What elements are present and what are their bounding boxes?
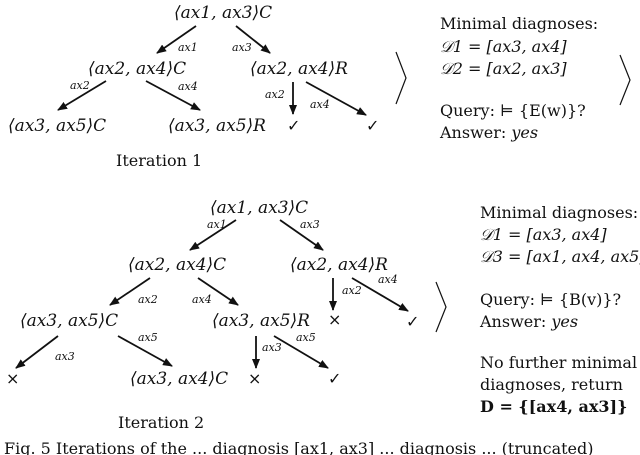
it1-edge-root-left: [156, 25, 197, 54]
it2-edge-root-left: [189, 219, 237, 251]
it1-right-bracket: [619, 54, 631, 106]
it2-edge-right-right: [351, 277, 409, 312]
it1-edge-label-root-right: ax3: [232, 41, 252, 54]
it1-edge-label-root-left: ax1: [178, 41, 198, 54]
it2-panel-answer: Answer: yes: [479, 312, 578, 331]
it1-node-right-right-check: ✓: [366, 116, 379, 135]
it2-edge-label-right-left: ax2: [342, 284, 362, 297]
it2-edge-ll-right: [117, 335, 173, 367]
it1-node-right: ⟨ax2, ax4⟩R: [250, 59, 348, 79]
it2-panel-heading: Minimal diagnoses:: [480, 203, 638, 222]
it2-edge-label-lr-left: ax3: [262, 341, 282, 354]
it1-edge-label-left-left: ax2: [70, 79, 90, 92]
it2-node-left: ⟨ax2, ax4⟩C: [128, 255, 226, 275]
it1-angle-bracket: [395, 51, 407, 105]
it1-node-left: ⟨ax2, ax4⟩C: [88, 59, 186, 79]
it2-edge-root-right: [279, 219, 324, 251]
it2-panel-no-further-2: diagnoses, return: [480, 375, 623, 394]
it2-edge-left-left: [109, 277, 151, 306]
it2-edge-label-ll-left: ax3: [55, 350, 75, 363]
it2-node-llr: ⟨ax3, ax4⟩C: [130, 369, 228, 389]
it2-edge-lr-right: [273, 335, 329, 369]
it1-panel-answer: Answer: yes: [439, 123, 538, 142]
it2-edge-left-right: [197, 277, 239, 306]
it1-node-left-left: ⟨ax3, ax5⟩C: [8, 116, 106, 136]
figure-caption: Fig. 5 Iterations of the ... diagnosis […: [4, 439, 594, 455]
it2-panel-no-further-1: No further minimal: [480, 353, 637, 372]
it1-edge-label-left-right: ax4: [178, 80, 198, 93]
it2-edge-label-ll-right: ax5: [138, 331, 158, 344]
iteration-2-panel: Minimal diagnoses: 𝒟1 = [ax3, ax4] 𝒟3 = …: [479, 203, 640, 416]
iteration-1-panel: Minimal diagnoses: 𝒟1 = [ax3, ax4] 𝒟2 = …: [439, 14, 598, 142]
it1-node-root: ⟨ax1, ax3⟩C: [174, 3, 272, 23]
it2-edge-ll-left: [15, 335, 59, 369]
it2-edge-label-left-left: ax2: [138, 293, 158, 306]
it2-node-left-left: ⟨ax3, ax5⟩C: [20, 311, 118, 331]
it2-caption: Iteration 2: [118, 413, 204, 432]
it2-node-lll-cross: ×: [6, 369, 19, 388]
it1-panel-d2: 𝒟2 = [ax2, ax3]: [440, 59, 567, 78]
it1-panel-heading: Minimal diagnoses:: [440, 14, 598, 33]
it2-node-lrr-check: ✓: [328, 369, 341, 388]
it1-node-right-left-check: ✓: [287, 116, 300, 135]
it1-edge-root-right: [235, 25, 271, 54]
it2-node-root: ⟨ax1, ax3⟩C: [210, 198, 308, 218]
it2-edge-label-left-right: ax4: [192, 293, 212, 306]
it2-edge-label-right-right: ax4: [378, 273, 398, 286]
it2-panel-query: Query: ⊨ {B(v)}?: [480, 290, 621, 309]
it2-edge-label-root-left: ax1: [207, 218, 227, 231]
it2-angle-bracket: [435, 281, 447, 333]
it2-panel-d3: 𝒟3 = [ax1, ax4, ax5]: [480, 247, 640, 266]
iteration-2-tree: ⟨ax1, ax3⟩C ax1 ax3 ⟨ax2, ax4⟩C ⟨ax2, ax…: [6, 198, 419, 432]
it2-node-right-right-check: ✓: [406, 312, 419, 331]
it1-edge-label-right-right: ax4: [310, 98, 330, 111]
it1-edge-label-right-left: ax2: [265, 88, 285, 101]
it2-panel-result: D = {[ax4, ax3]}: [480, 397, 627, 416]
it1-panel-d1: 𝒟1 = [ax3, ax4]: [440, 37, 567, 56]
it2-node-left-right: ⟨ax3, ax5⟩R: [212, 311, 310, 331]
it2-node-right: ⟨ax2, ax4⟩R: [290, 255, 388, 275]
it2-panel-d1: 𝒟1 = [ax3, ax4]: [480, 225, 607, 244]
it1-edge-left-right: [145, 80, 201, 111]
it1-caption: Iteration 1: [116, 151, 202, 170]
iteration-1-tree: ⟨ax1, ax3⟩C ax1 ax3 ⟨ax2, ax4⟩C ⟨ax2, ax…: [8, 3, 379, 170]
it1-edge-left-left: [57, 80, 107, 111]
it1-panel-query: Query: ⊨ {E(w)}?: [440, 101, 586, 120]
it2-node-lrl-cross: ×: [248, 369, 261, 388]
it1-edge-right-right: [305, 81, 367, 116]
it2-node-right-left-cross: ×: [328, 310, 341, 329]
it2-edge-label-root-right: ax3: [300, 218, 320, 231]
it1-node-left-right: ⟨ax3, ax5⟩R: [168, 116, 266, 136]
it2-edge-label-lr-right: ax5: [296, 331, 316, 344]
